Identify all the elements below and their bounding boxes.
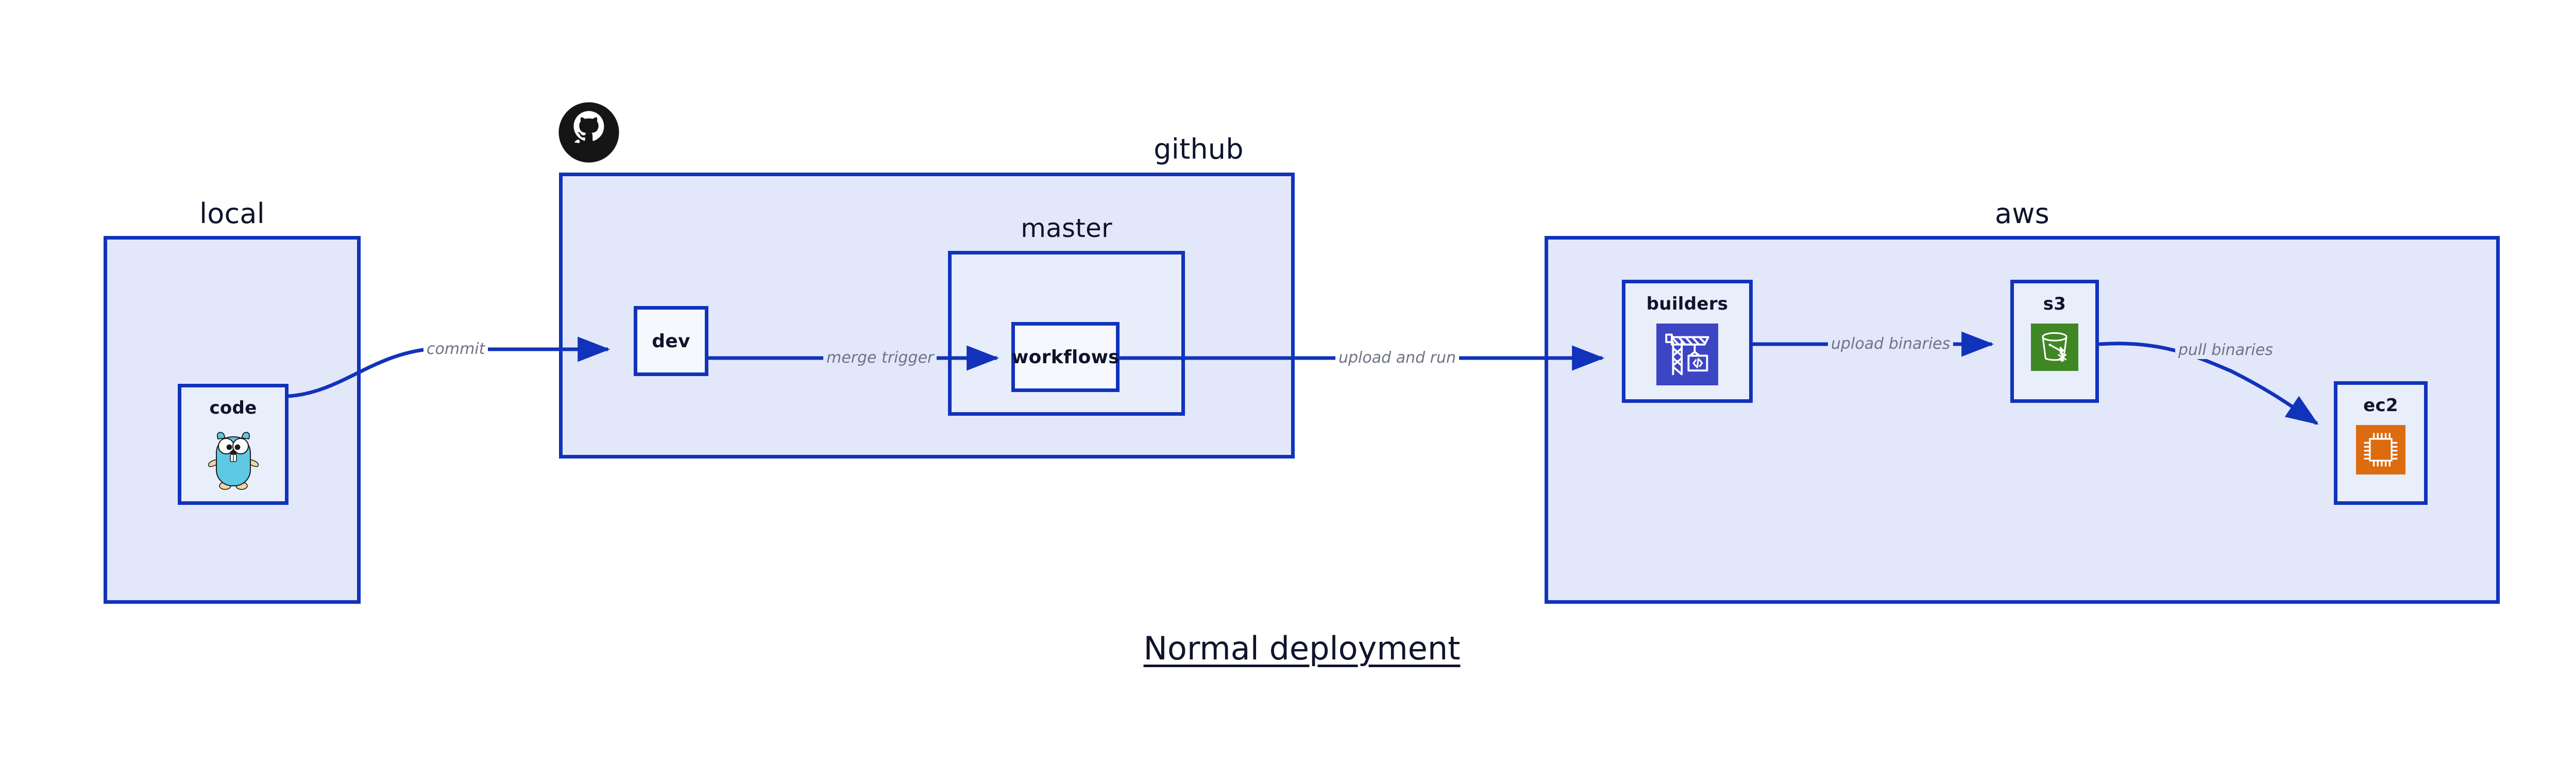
- node-builders-label: builders: [1646, 294, 1728, 314]
- node-s3-label: s3: [2043, 294, 2066, 314]
- diagram-title: Normal deployment: [1143, 630, 1461, 667]
- aws-codebuild-icon: [1656, 324, 1718, 385]
- go-gopher-icon: [207, 428, 260, 490]
- group-label-aws: aws: [1995, 197, 2049, 230]
- node-ec2-label: ec2: [2363, 395, 2398, 416]
- node-s3[interactable]: s3: [2010, 280, 2099, 403]
- node-code-label: code: [209, 398, 257, 418]
- group-label-github: github: [1154, 133, 1244, 165]
- node-dev[interactable]: dev: [634, 306, 708, 376]
- group-label-local: local: [199, 197, 265, 230]
- aws-s3-bucket-icon: [2031, 324, 2078, 371]
- edge-label-upload-and-run: upload and run: [1335, 349, 1460, 367]
- edge-label-upload-binaries: upload binaries: [1828, 335, 1954, 353]
- group-label-master: master: [1021, 213, 1112, 243]
- edge-label-merge-trigger: merge trigger: [823, 349, 937, 367]
- node-ec2[interactable]: ec2: [2334, 381, 2428, 505]
- node-code[interactable]: code: [178, 384, 289, 505]
- github-octocat-logo: [557, 101, 620, 164]
- node-workflows[interactable]: workflows: [1011, 322, 1120, 392]
- node-workflows-label: workflows: [1011, 346, 1120, 368]
- node-dev-label: dev: [652, 330, 690, 352]
- node-builders[interactable]: builders: [1622, 280, 1753, 403]
- edge-label-commit: commit: [423, 340, 488, 358]
- aws-ec2-chip-icon: [2356, 425, 2405, 474]
- edge-label-pull-binaries: pull binaries: [2175, 341, 2276, 359]
